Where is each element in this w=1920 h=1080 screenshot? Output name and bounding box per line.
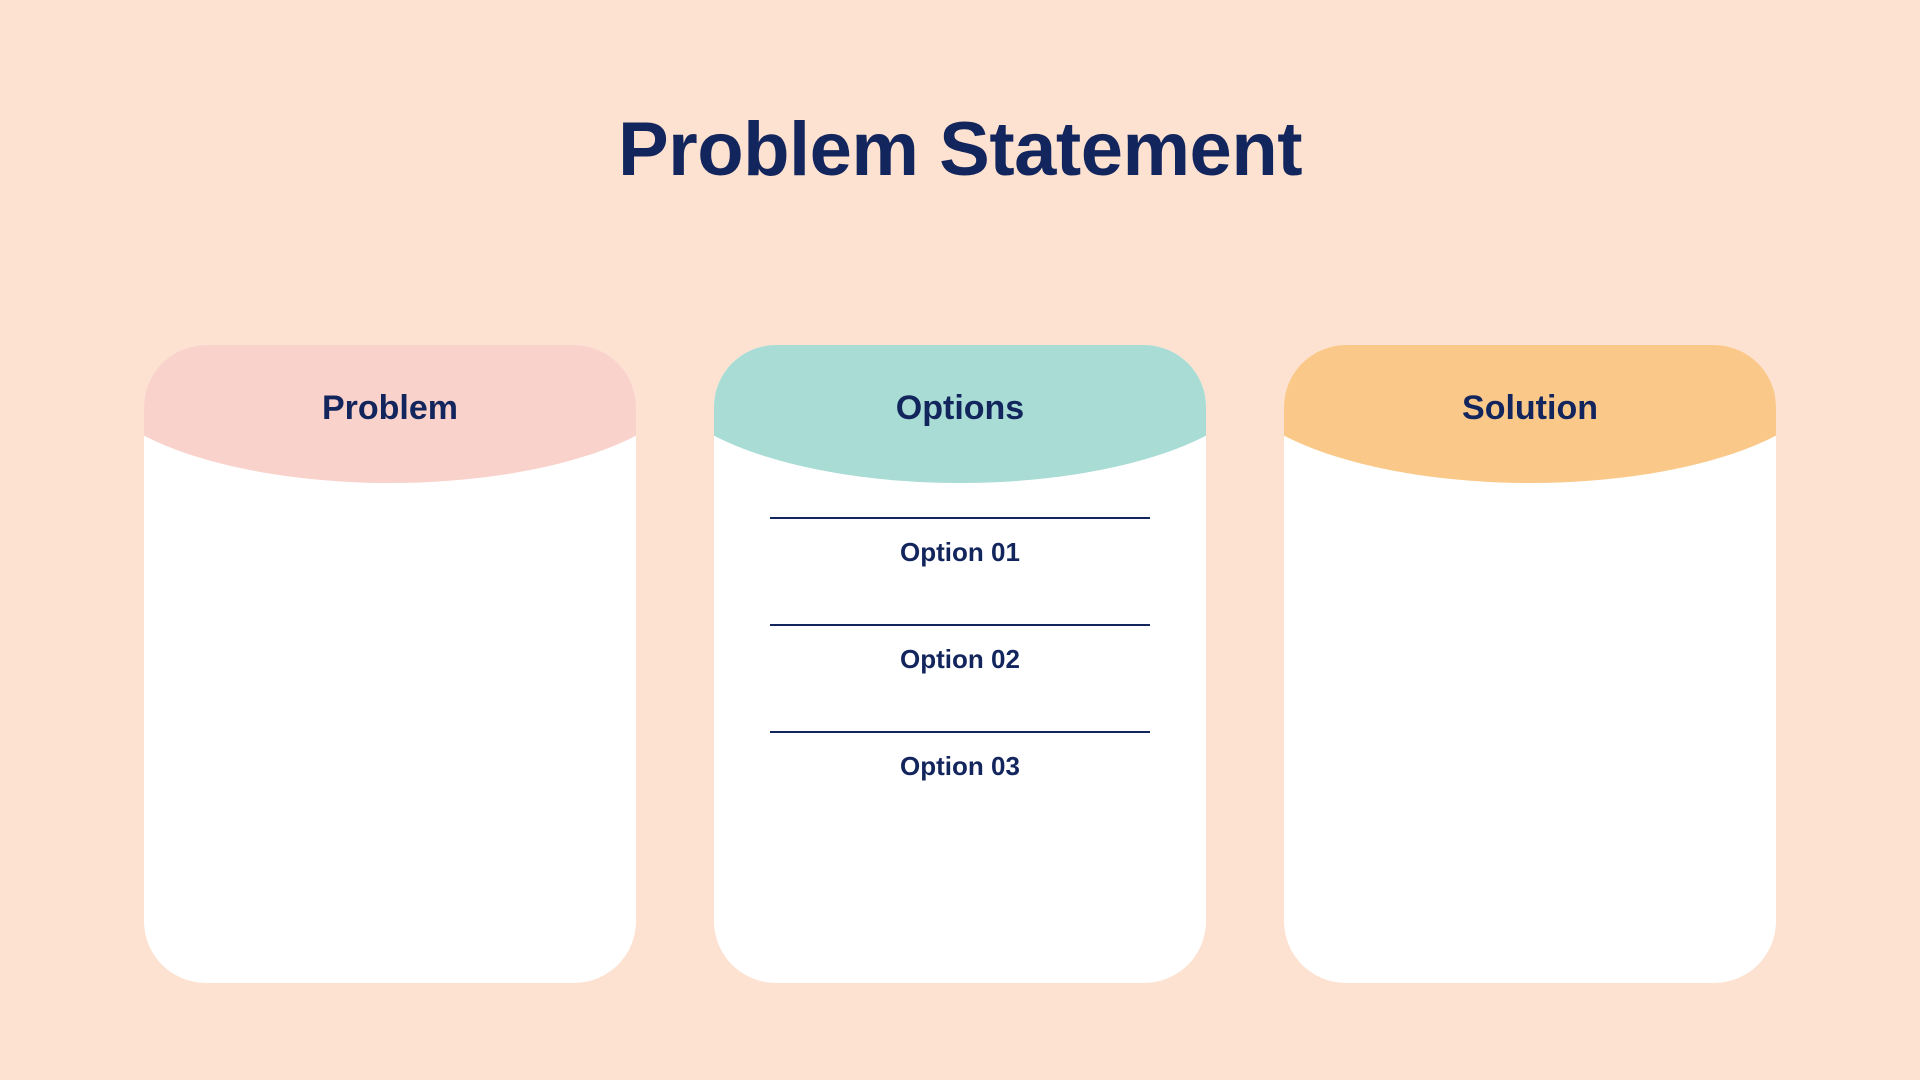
list-item[interactable]: Option 03 <box>770 731 1150 779</box>
card-options[interactable]: Options Option 01 Option 02 Option 03 <box>714 345 1206 983</box>
card-title-problem: Problem <box>321 389 459 427</box>
card-banner-options <box>714 345 1206 483</box>
card-banner-problem <box>144 345 636 483</box>
option-divider <box>770 517 1150 519</box>
list-item[interactable]: Option 02 <box>770 624 1150 672</box>
card-banner-solution <box>1284 345 1776 483</box>
list-item[interactable]: Option 01 <box>770 517 1150 565</box>
option-list: Option 01 Option 02 Option 03 <box>714 517 1206 779</box>
option-label: Option 01 <box>900 537 1020 567</box>
option-label: Option 03 <box>900 751 1020 781</box>
card-title-solution: Solution <box>1462 389 1598 427</box>
option-label: Option 02 <box>900 644 1020 674</box>
cards-row: Problem Options Option 01 Option 02 Opti… <box>0 345 1920 985</box>
page-title: Problem Statement <box>617 107 1303 192</box>
option-divider <box>770 624 1150 626</box>
option-divider <box>770 731 1150 733</box>
card-solution[interactable]: Solution <box>1284 345 1776 983</box>
card-title-options: Options <box>895 389 1025 427</box>
card-problem[interactable]: Problem <box>144 345 636 983</box>
